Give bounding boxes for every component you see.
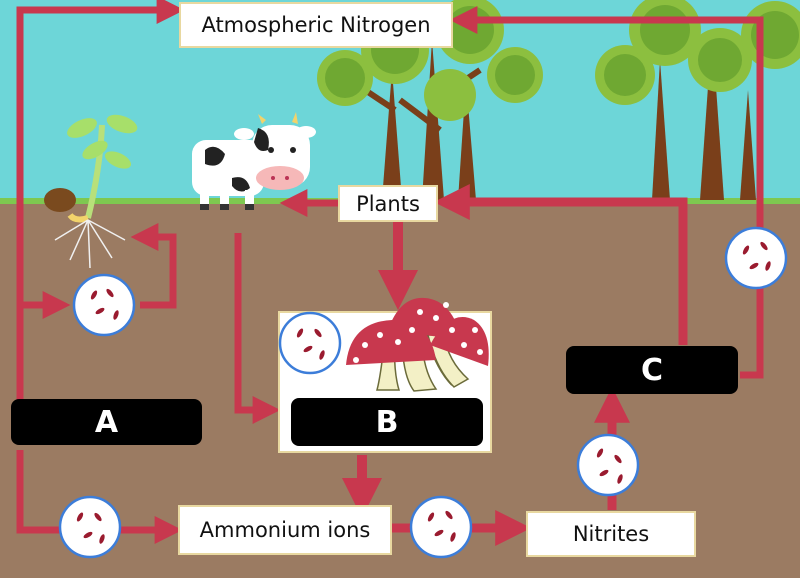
unknown-label-text: C: [640, 352, 664, 388]
arrow-a-to-atmosphere: [16, 0, 185, 410]
label-text: Plants: [356, 191, 420, 216]
label-ammonium-ions: Ammonium ions: [178, 505, 392, 555]
unknown-label-c: C: [566, 346, 738, 394]
arrow-nodule-to-plant: [130, 223, 177, 309]
label-nitrites: Nitrites: [526, 511, 696, 557]
arrow-cow-to-b: [234, 233, 281, 424]
label-plants: Plants: [338, 185, 438, 222]
arrow-c-to-atmosphere: [449, 6, 764, 379]
bacteria-icon: [576, 433, 640, 497]
label-text: Ammonium ions: [199, 518, 371, 542]
bacteria-icon: [58, 495, 122, 559]
label-text: Nitrites: [572, 522, 650, 546]
arrow-c-to-plants: [433, 184, 688, 345]
label-text: Atmospheric Nitrogen: [201, 13, 431, 37]
seedling-icon: [44, 114, 138, 269]
bacteria-icon: [72, 273, 136, 337]
unknown-label-a: A: [11, 399, 202, 445]
label-atmospheric-nitrogen: Atmospheric Nitrogen: [179, 2, 453, 48]
unknown-label-b: B: [291, 398, 483, 446]
cow-icon: [192, 112, 316, 210]
unknown-label-text: B: [375, 404, 399, 440]
bacteria-icon: [409, 495, 473, 559]
bacteria-icon: [724, 226, 788, 290]
unknown-label-text: A: [94, 404, 119, 440]
